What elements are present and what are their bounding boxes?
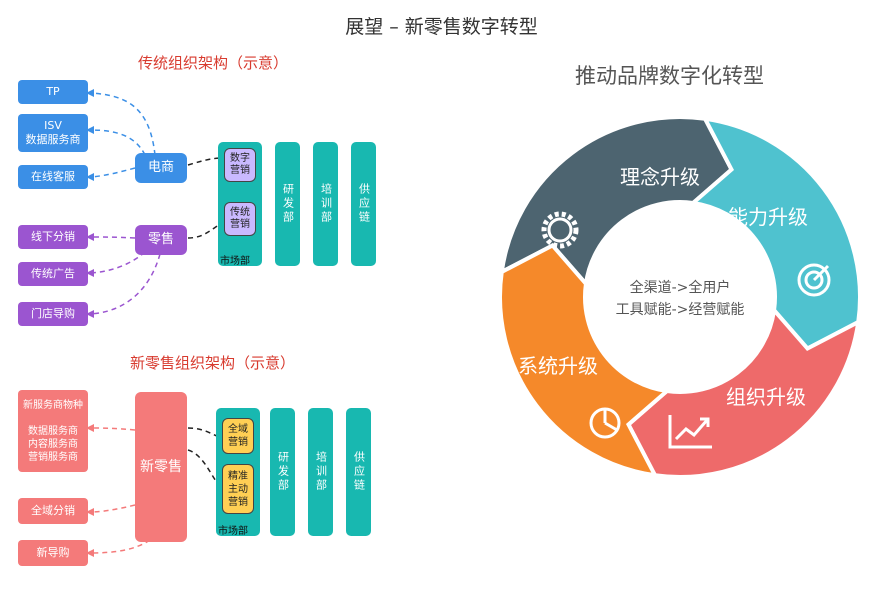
pie-chart-icon — [589, 407, 621, 439]
hub-new-retail: 新零售 — [135, 392, 187, 542]
new-market-department-label: 市场部 — [218, 526, 248, 537]
hub-ecommerce: 电商 — [135, 153, 187, 183]
segment-label-organization: 组织升级 — [726, 385, 806, 409]
cycle-title: 推动品牌数字化转型 — [575, 64, 764, 88]
market-item-traditional: 传统 营销 — [224, 202, 256, 236]
segment-label-capability: 能力升级 — [728, 205, 808, 229]
market-item-precision: 精准 主动 营销 — [222, 464, 254, 514]
hub-retail: 零售 — [135, 225, 187, 255]
new-dept-rd: 研发部 — [270, 408, 295, 536]
channel-tp: TP — [18, 80, 88, 104]
channel-omni-distribution: 全域分销 — [18, 498, 88, 524]
dept-supply-chain: 供应链 — [351, 142, 376, 266]
traditional-structure-heading: 传统组织架构（示意） — [138, 54, 289, 72]
cycle-center-line-1: 全渠道->全用户 — [630, 279, 731, 296]
channel-online-service: 在线客服 — [18, 165, 88, 189]
new-dept-supply-chain: 供应链 — [346, 408, 371, 536]
org-chart-connectors — [86, 89, 225, 557]
market-item-omni: 全域 营销 — [222, 418, 254, 454]
transformation-cycle: 全渠道->全用户 工具赋能->经营赋能 理念升级 能力升级 组织升级 系统升级 — [498, 115, 862, 479]
page-title: 展望 – 新零售数字转型 — [345, 16, 538, 38]
channel-offline-distribution: 线下分销 — [18, 225, 88, 249]
channel-traditional-ads: 传统广告 — [18, 262, 88, 286]
cycle-center — [585, 202, 775, 392]
gear-icon — [541, 211, 579, 249]
segment-label-system: 系统升级 — [518, 354, 598, 378]
channel-new-guide: 新导购 — [18, 540, 88, 566]
segment-label-concept: 理念升级 — [620, 165, 700, 189]
dept-rd: 研发部 — [275, 142, 300, 266]
target-icon — [797, 263, 831, 297]
new-dept-training: 培训部 — [308, 408, 333, 536]
growth-chart-icon — [668, 415, 712, 449]
market-department-label: 市场部 — [220, 256, 250, 267]
new-retail-structure-heading: 新零售组织架构（示意） — [130, 354, 296, 372]
cycle-center-line-2: 工具赋能->经营赋能 — [616, 302, 745, 318]
channel-store-guide: 门店导购 — [18, 302, 88, 326]
dept-training: 培训部 — [313, 142, 338, 266]
market-item-digital: 数字 营销 — [224, 148, 256, 182]
channel-isv: ISV 数据服务商 — [18, 114, 88, 152]
channel-new-service-providers: 新服务商物种 数据服务商 内容服务商 营销服务商 — [18, 390, 88, 472]
